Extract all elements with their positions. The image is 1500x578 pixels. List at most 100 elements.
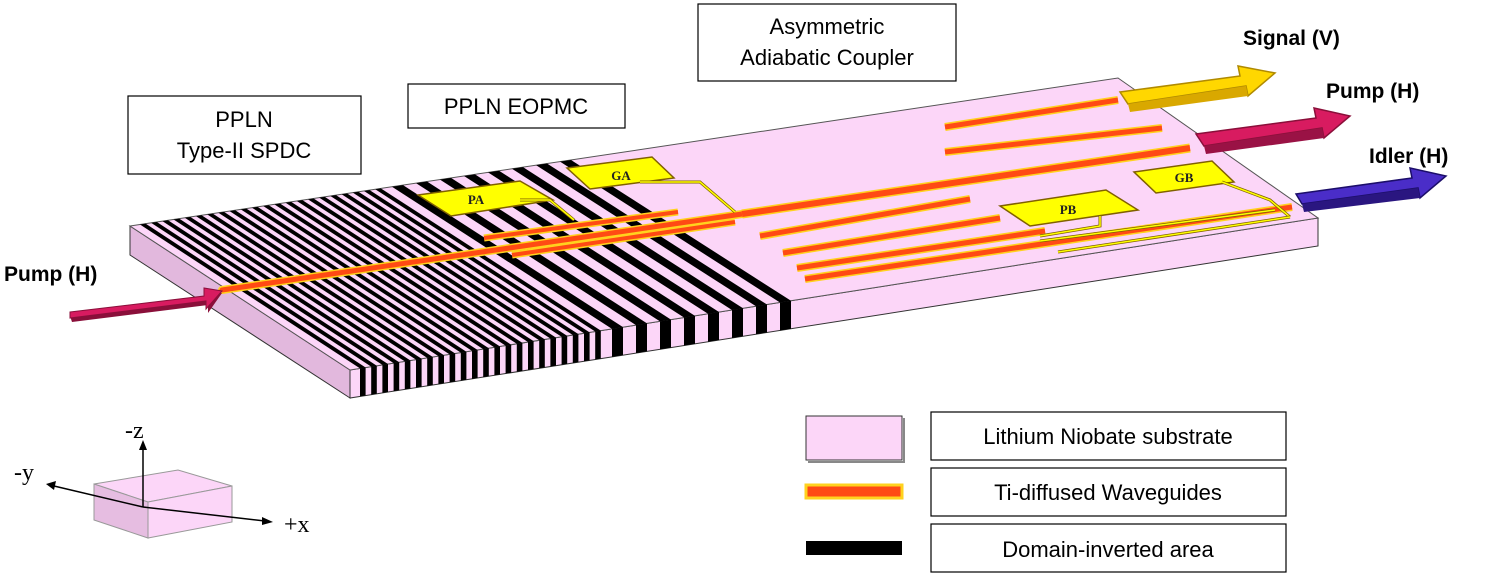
domain-stripe-front-spdc-21 — [595, 330, 601, 360]
electrode-ga-label: GA — [611, 168, 631, 183]
legend-item-substrate: Lithium Niobate substrate — [805, 411, 1287, 463]
label-ppln-spdc-line1: PPLN — [215, 107, 272, 132]
waveguide-signal-out-core — [944, 97, 1119, 130]
waveguide-taper-core — [944, 125, 1163, 155]
label-aac-line2: Adiabatic Coupler — [740, 45, 914, 70]
domain-stripe-spdc-18 — [341, 193, 568, 337]
coordinate-axes: -z -y +x — [14, 418, 310, 539]
electrode-gb-lead-fill — [1221, 181, 1291, 218]
label-aac-line1: Asymmetric — [770, 14, 885, 39]
electrode-pb — [997, 189, 1141, 227]
domain-stripe-front-spdc-8 — [449, 353, 456, 383]
domain-stripe-spdc-11 — [263, 205, 489, 350]
domain-stripe-spdc-12 — [274, 203, 500, 348]
electrode-gb-feed-fill — [1057, 216, 1291, 253]
domain-stripe-front-spdc-16 — [539, 339, 545, 369]
pump-in-arrow — [69, 287, 223, 322]
domain-stripe-spdc-16 — [319, 196, 545, 341]
electrode-pb-label: PB — [1060, 202, 1077, 217]
domain-stripe-spdc-17 — [330, 195, 556, 339]
domain-stripe-front-spdc-6 — [427, 356, 433, 386]
domain-stripe-spdc-2 — [162, 220, 388, 365]
label-ppln-spdc: PPLN Type-II SPDC — [127, 95, 362, 175]
domain-stripe-front-spdc-14 — [516, 342, 523, 372]
waveguide-eopmc-a-core — [483, 210, 679, 240]
legend-label-waveguide: Ti-diffused Waveguides — [994, 480, 1222, 505]
electrodes: PA GA PB GB — [415, 156, 1291, 254]
electrode-pb-feed-fill — [1039, 209, 1276, 242]
waveguide-stub-2-core — [782, 215, 1001, 256]
label-ppln-spdc-line2: Type-II SPDC — [177, 138, 312, 163]
domain-stripe-front-spdc-10 — [472, 349, 478, 379]
domain-stripe-spdc-10 — [252, 206, 478, 351]
domain-stripe-front-spdc-4 — [404, 360, 411, 390]
legend-item-domain: Domain-inverted area — [806, 523, 1287, 573]
domain-stripe-eopmc-0 — [392, 185, 623, 329]
arrows — [69, 65, 1448, 322]
domain-stripe-front-spdc-0 — [360, 367, 366, 397]
domain-stripe-spdc-15 — [308, 198, 534, 343]
waveguide-stub-3-core — [796, 228, 1046, 271]
legend-item-waveguide: Ti-diffused Waveguides — [804, 467, 1287, 517]
label-asymmetric-coupler: Asymmetric Adiabatic Coupler — [697, 3, 957, 82]
domain-stripe-front-spdc-2 — [382, 364, 388, 393]
domain-stripe-spdc-3 — [173, 218, 400, 364]
legend: Lithium Niobate substrate Ti-diffused Wa… — [804, 411, 1287, 573]
domain-stripe-spdc-20 — [364, 190, 590, 334]
legend-swatch-domain — [806, 541, 902, 555]
domain-stripe-spdc-7 — [218, 211, 444, 357]
domain-stripe-spdc-0 — [140, 223, 366, 369]
domain-stripe-front-spdc-11 — [483, 348, 489, 378]
domain-stripe-front-eopmc-7 — [780, 300, 791, 331]
domain-stripe-front-eopmc-5 — [732, 308, 743, 339]
y-axis — [53, 485, 144, 508]
waveguide-main-core — [741, 145, 1191, 217]
label-ppln-eopmc-text: PPLN EOPMC — [444, 94, 588, 119]
electrode-gb-label: GB — [1175, 170, 1194, 185]
domain-stripe-front-spdc-12 — [494, 346, 500, 376]
z-axis-label: -z — [125, 418, 144, 444]
x-axis-label: +x — [284, 512, 310, 538]
domain-stripe-spdc-4 — [184, 216, 411, 362]
waveguide-input-core — [219, 211, 745, 293]
legend-label-domain: Domain-inverted area — [1002, 537, 1214, 562]
domain-stripe-front-spdc-5 — [416, 358, 422, 388]
domain-stripe-front-spdc-19 — [572, 334, 579, 364]
domain-stripe-front-eopmc-4 — [708, 312, 719, 342]
legend-label-box-substrate — [930, 411, 1287, 461]
domain-stripe-spdc-19 — [352, 191, 579, 336]
legend-swatch-substrate-shadow — [808, 418, 905, 463]
domain-stripe-front-eopmc-2 — [660, 319, 671, 350]
signal-out-arrow — [1118, 65, 1277, 112]
electrode-pa-label: PA — [468, 192, 485, 207]
waveguide-eopmc-b-core — [511, 220, 736, 257]
x-axis — [142, 506, 266, 522]
pump-out-arrow — [1194, 107, 1352, 154]
domain-stripe-spdc-9 — [240, 208, 467, 353]
domain-stripe-spdc-13 — [285, 201, 512, 346]
domain-stripe-front-eopmc-6 — [756, 304, 767, 335]
domain-stripe-spdc-14 — [296, 200, 523, 344]
domain-stripe-front-spdc-3 — [393, 362, 400, 392]
domain-stripe-front-spdc-17 — [550, 337, 556, 367]
waveguide-stub-1-core — [759, 196, 971, 239]
domain-stripe-spdc-8 — [229, 210, 456, 355]
domain-stripe-front-eopmc-1 — [636, 323, 647, 354]
legend-swatch-substrate — [805, 415, 903, 461]
domain-stripe-front-spdc-9 — [460, 351, 467, 381]
domain-stripe-front-spdc-13 — [505, 344, 512, 374]
domain-stripe-spdc-21 — [375, 188, 601, 332]
legend-label-box-domain — [930, 523, 1287, 573]
legend-label-box-waveguide — [930, 467, 1287, 517]
signal-out-label: Signal (V) — [1243, 27, 1340, 50]
electrode-pb-lead-fill — [1039, 216, 1101, 237]
z-axis-head — [139, 440, 147, 450]
x-axis-head — [262, 517, 273, 525]
electrode-gb — [1132, 160, 1236, 194]
domain-stripe-front-spdc-1 — [371, 365, 377, 395]
domain-stripe-front-eopmc-0 — [612, 327, 623, 357]
domain-stripe-spdc-5 — [196, 215, 422, 360]
legend-label-substrate: Lithium Niobate substrate — [983, 424, 1232, 449]
electrode-ga-lead-fill — [640, 181, 736, 213]
